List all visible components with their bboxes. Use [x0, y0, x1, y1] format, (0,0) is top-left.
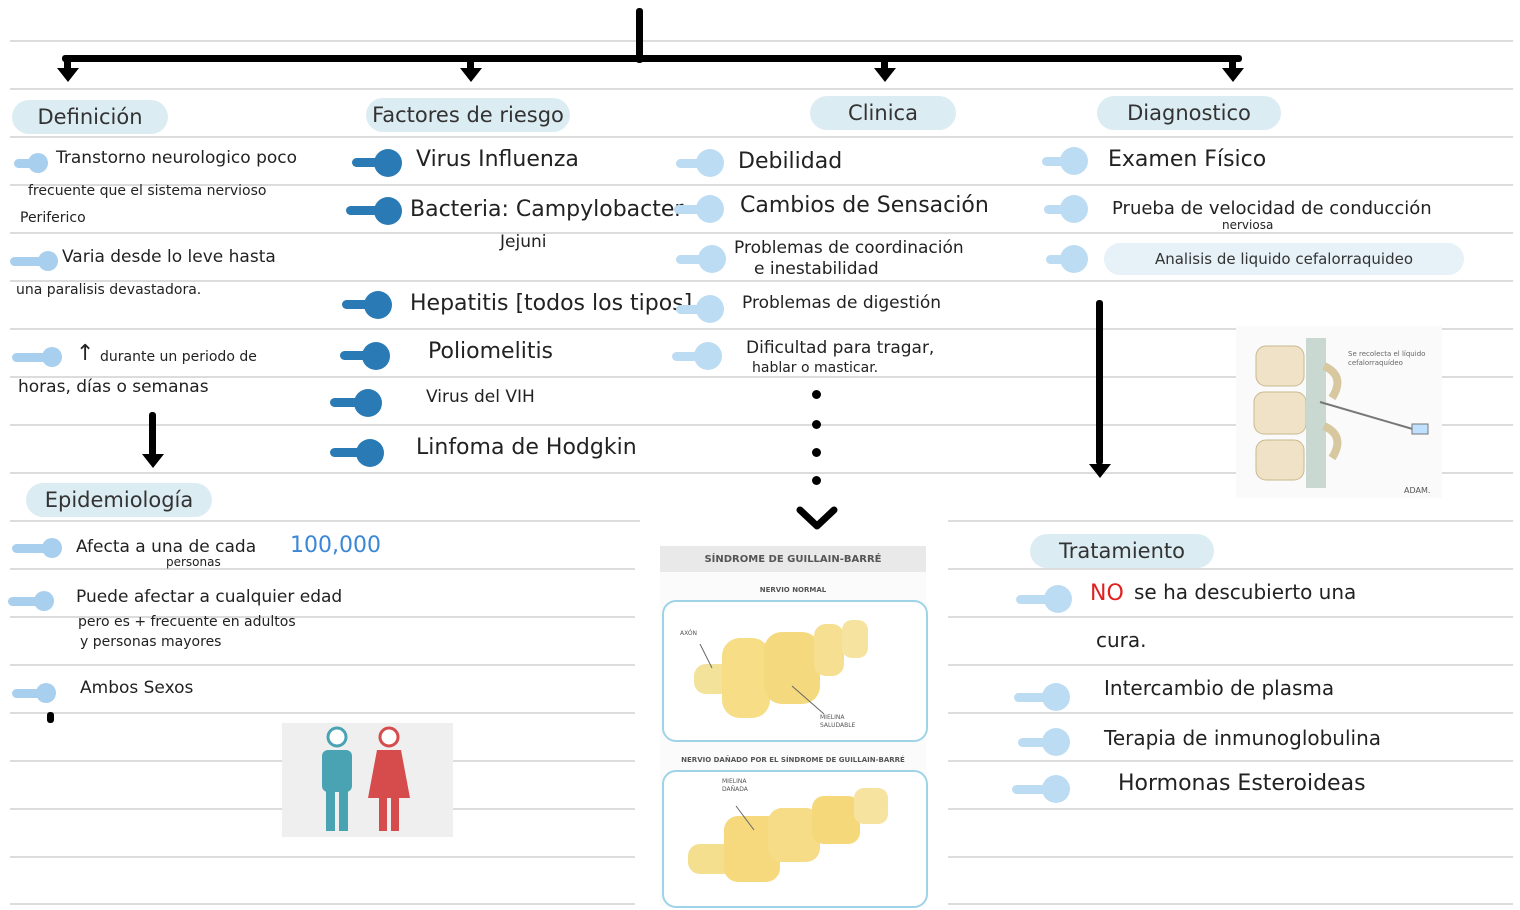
- figure-axon-label: AXÓN: [680, 630, 698, 637]
- epidemiologia-item2-line1: Puede afectar a cualquier edad: [76, 587, 343, 607]
- lumbar-puncture-image: Se recolecta el líquido cefalorraquídeo …: [1236, 326, 1442, 498]
- lumbar-caption: Se recolecta el líquido cefalorraquídeo: [1348, 350, 1426, 367]
- definicion-item3-arrow: ↑: [76, 341, 95, 366]
- epidemiologia-item2-line2: pero es + frecuente en adultos: [78, 614, 296, 630]
- figure-title: SÍNDROME DE GUILLAIN-BARRÉ: [660, 546, 926, 572]
- factores-item-bacteria: Bacteria: Campylobacter: [410, 197, 684, 222]
- factores-item-hepatitis: Hepatitis [todos los tipos]: [410, 291, 693, 316]
- clinica-item-inestabilidad: e inestabilidad: [754, 259, 879, 279]
- header-definicion: Definición: [12, 100, 168, 134]
- epidemiologia-item1-number: 100,000: [290, 533, 381, 558]
- definicion-item1-line3: Periferico: [20, 210, 86, 226]
- lumbar-credit: ADAM.: [1404, 486, 1431, 495]
- header-factores: Factores de riesgo: [366, 98, 570, 132]
- gender-icon: [282, 723, 453, 837]
- clinica-item-coordinacion: Problemas de coordinación: [734, 238, 964, 258]
- factores-item-vih: Virus del VIH: [426, 387, 535, 407]
- diagnostico-item-analisis: Analisis de liquido cefalorraquideo: [1104, 243, 1464, 275]
- figure-mielina-sana-label: MIELINA SALUDABLE: [820, 714, 856, 729]
- chevron-down-icon: [796, 506, 838, 530]
- figure-mielina-danada-label: MIELINA DAÑADA: [722, 778, 748, 793]
- epidemiologia-item1b: personas: [166, 555, 221, 569]
- header-diagnostico: Diagnostico: [1097, 96, 1281, 130]
- clinica-item-debilidad: Debilidad: [738, 149, 843, 174]
- definicion-item3-line1: durante un periodo de: [100, 349, 257, 365]
- definicion-item1-line2: frecuente que el sistema nervioso: [28, 183, 267, 199]
- clinica-item-digestion: Problemas de digestión: [742, 293, 942, 313]
- diagnostico-item-prueba: Prueba de velocidad de conducción: [1112, 198, 1432, 219]
- definicion-item2-line1: Varia desde lo leve hasta: [62, 247, 276, 267]
- epidemiologia-item3: Ambos Sexos: [80, 678, 194, 698]
- tratamiento-item1-rest: se ha descubierto una: [1134, 580, 1357, 604]
- tratamiento-item4: Hormonas Esteroideas: [1118, 771, 1366, 796]
- factores-item-jejuni: Jejuni: [500, 232, 547, 252]
- header-tratamiento: Tratamiento: [1030, 534, 1214, 568]
- definicion-item1-line1: Transtorno neurologico poco: [56, 148, 298, 168]
- tratamiento-item3: Terapia de inmunoglobulina: [1104, 726, 1382, 750]
- diagnostico-item-prueba-b: nerviosa: [1222, 218, 1274, 232]
- definicion-item3-line2: horas, días o semanas: [18, 377, 209, 397]
- tratamiento-item1-line2: cura.: [1096, 628, 1147, 652]
- header-epidemiologia: Epidemiología: [26, 483, 212, 517]
- factores-item-linfoma: Linfoma de Hodgkin: [416, 435, 637, 460]
- tratamiento-item2: Intercambio de plasma: [1104, 676, 1335, 700]
- factores-item-poliomelitis: Poliomelitis: [428, 339, 554, 364]
- epidemiologia-item2-line3: y personas mayores: [80, 634, 222, 650]
- header-clinica: Clinica: [810, 96, 956, 130]
- clinica-item-tragar: Dificultad para tragar,: [746, 338, 935, 358]
- figure-damaged-label: NERVIO DAÑADO POR EL SÍNDROME DE GUILLAI…: [681, 756, 905, 764]
- definicion-item2-line2: una paralisis devastadora.: [16, 282, 202, 298]
- clinica-item-sensacion: Cambios de Sensación: [740, 193, 989, 218]
- factores-item-virus-influenza: Virus Influenza: [416, 147, 579, 172]
- figure-damaged-panel: MIELINA DAÑADA: [662, 770, 928, 908]
- epidemiologia-item1: Afecta a una de cada: [76, 537, 257, 557]
- guillain-barre-figure: SÍNDROME DE GUILLAIN-BARRÉ NERVIO NORMAL…: [660, 546, 928, 908]
- diagnostico-item-examen: Examen Físico: [1108, 147, 1267, 172]
- figure-normal-label: NERVIO NORMAL: [759, 586, 827, 594]
- figure-normal-panel: AXÓN MIELINA SALUDABLE: [662, 600, 928, 742]
- clinica-item-masticar: hablar o masticar.: [752, 360, 879, 376]
- tratamiento-item1-no: NO: [1090, 581, 1124, 606]
